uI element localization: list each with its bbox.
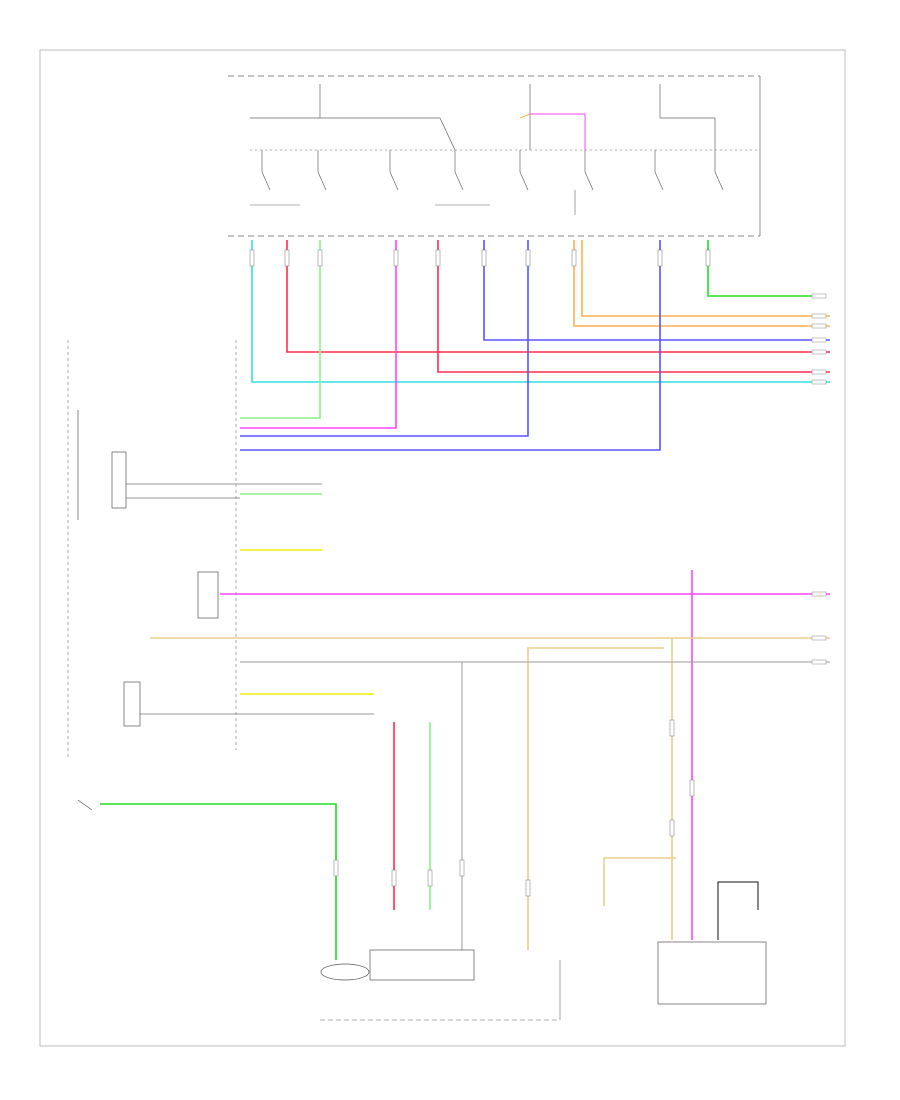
wire-cyan <box>251 240 830 383</box>
wire-blue-right <box>483 240 830 341</box>
wire-red-1 <box>286 240 830 353</box>
connector-pin <box>811 349 827 355</box>
wire-green-4 <box>100 803 337 960</box>
bottom-components <box>77 799 767 1021</box>
wire-blue-1 <box>240 240 529 437</box>
inline-connector <box>669 719 675 737</box>
connector-pin <box>811 591 827 597</box>
inline-connector <box>657 249 663 267</box>
inline-connector <box>669 819 675 837</box>
inline-connector <box>525 879 531 897</box>
inline-connector <box>391 869 397 887</box>
wire-magenta-1 <box>240 240 397 429</box>
inline-connector <box>249 249 255 267</box>
connector-pin <box>811 379 827 385</box>
inline-connector <box>525 249 531 267</box>
wire-tan-2 <box>527 647 664 950</box>
control-module-box <box>657 941 767 1005</box>
inline-connector <box>333 859 339 877</box>
relay-box <box>228 75 761 237</box>
inline-connector <box>435 249 441 267</box>
connector-pin <box>811 659 827 665</box>
inline-connector <box>317 249 323 267</box>
inline-connector <box>571 249 577 267</box>
connector-pin <box>811 323 827 329</box>
connector-pin <box>811 337 827 343</box>
inline-connector <box>284 249 290 267</box>
diagram-frame <box>39 49 846 1047</box>
inline-connector <box>393 249 399 267</box>
connector-pin <box>811 369 827 375</box>
main-switch-assembly <box>67 340 237 760</box>
connector-pins <box>811 293 827 665</box>
wire-black-1 <box>717 881 759 940</box>
wire-green-top <box>707 240 812 297</box>
connector-pin <box>811 635 827 641</box>
wire-green-mid <box>240 240 321 419</box>
wire-orange-2 <box>573 240 830 327</box>
inline-connector <box>427 869 433 887</box>
inline-connector <box>481 249 487 267</box>
inline-connector <box>459 859 465 877</box>
wire-tan-3 <box>603 857 676 906</box>
wire-red-2 <box>437 240 830 373</box>
wire-group <box>100 240 830 960</box>
connector-pin <box>811 313 827 319</box>
inline-connector <box>689 779 695 797</box>
wire-orange-1 <box>581 240 830 317</box>
inline-connector <box>705 249 711 267</box>
wire-blue-2 <box>240 240 661 451</box>
connector-pin <box>811 293 827 299</box>
